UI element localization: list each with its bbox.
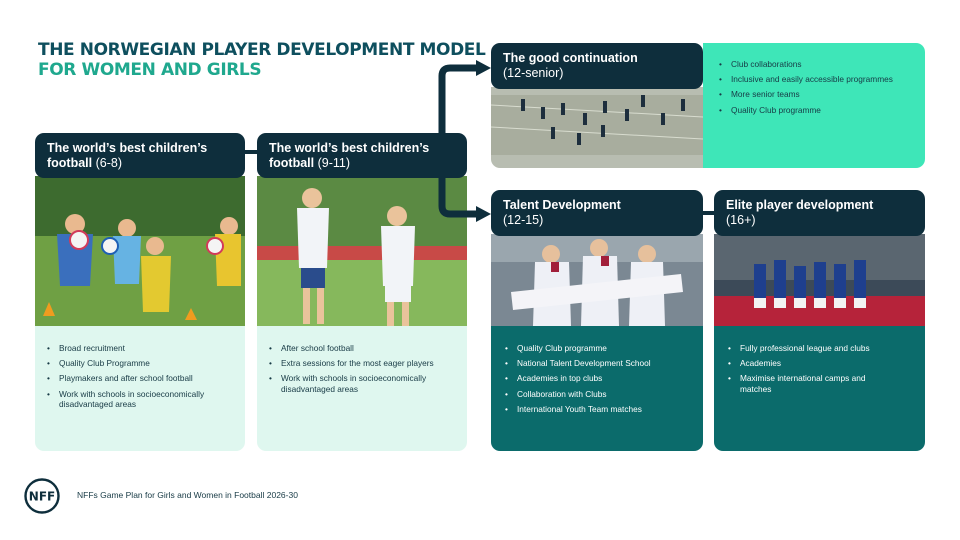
stage-range: (12-senior) [503, 66, 563, 80]
arrowhead-down [476, 206, 491, 222]
stage-children-6-8-header: The world’s best children’s football (6-… [35, 133, 245, 178]
stage-range: (12-15) [503, 213, 543, 227]
stage-range: (16+) [726, 213, 756, 227]
stage-good-continuation-header: The good continuation (12-senior) [491, 43, 703, 89]
stage-heading: The world’s best children’s football [47, 141, 207, 170]
stage-children-9-11-header: The world’s best children’s football (9-… [257, 133, 467, 178]
stage-heading: The good continuation [503, 51, 638, 65]
stage-talent-development-header: Talent Development (12-15) [491, 190, 703, 236]
stage-range: (9-11) [318, 156, 350, 170]
stage-heading: Elite player development [726, 198, 873, 212]
arrowhead-up [476, 60, 491, 76]
stage-elite-header: Elite player development (16+) [714, 190, 925, 236]
stage-heading: Talent Development [503, 198, 621, 212]
stage-range: (6-8) [96, 156, 122, 170]
